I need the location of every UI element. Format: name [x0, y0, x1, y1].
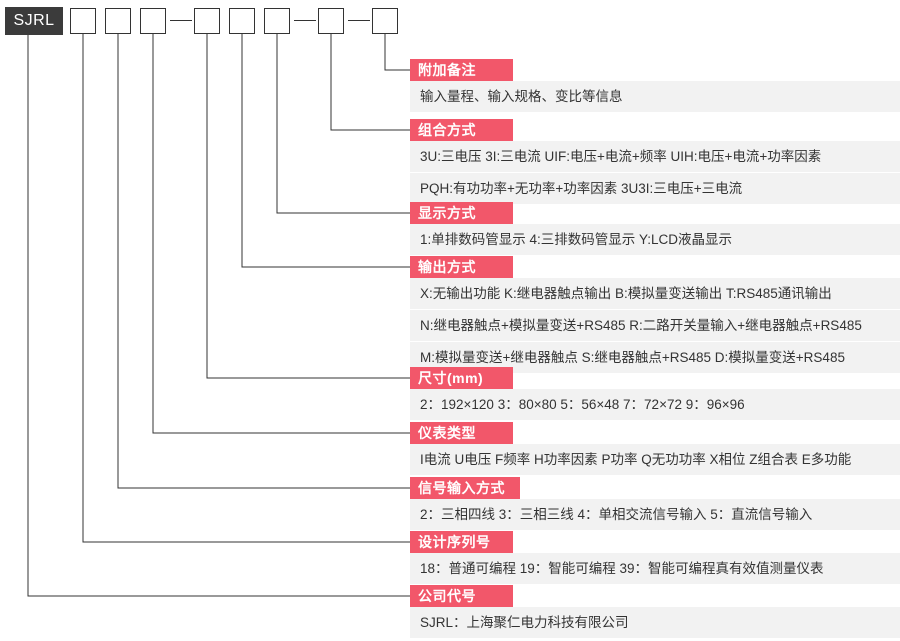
connector-meter-type [152, 34, 410, 434]
group-rows-company: SJRL：上海聚仁电力科技有限公司 [410, 607, 900, 639]
group-output: 输出方式 X:无输出功能 K:继电器触点输出 B:模拟量变送输出 T:RS485… [410, 256, 900, 374]
code-separator-2 [294, 20, 316, 22]
code-slot-4[interactable] [194, 8, 220, 34]
connector-display [276, 34, 410, 214]
code-slot-1[interactable] [70, 8, 96, 34]
group-row: 18：普通可编程 19：智能可编程 39：智能可编程真有效值测量仪表 [410, 553, 900, 585]
code-slot-5[interactable] [229, 8, 255, 34]
group-row: X:无输出功能 K:继电器触点输出 B:模拟量变送输出 T:RS485通讯输出 [410, 278, 900, 310]
group-row: 3U:三电压 3I:三电流 UIF:电压+电流+频率 UIH:电压+电流+功率因… [410, 141, 900, 173]
code-slot-6[interactable] [264, 8, 290, 34]
group-row: SJRL：上海聚仁电力科技有限公司 [410, 607, 900, 639]
group-design-serial: 设计序列号 18：普通可编程 19：智能可编程 39：智能可编程真有效值测量仪表 [410, 531, 900, 585]
brand-code-box: SJRL [5, 7, 63, 35]
code-slot-2[interactable] [105, 8, 131, 34]
code-separator-1 [170, 20, 192, 22]
code-slot-8[interactable] [372, 8, 398, 34]
code-separator-3 [348, 20, 370, 22]
connector-combination [330, 34, 410, 131]
group-meter-type: 仪表类型 I电流 U电压 F频率 H功率因素 P功率 Q无功功率 X相位 Z组合… [410, 422, 900, 476]
group-display: 显示方式 1:单排数码管显示 4:三排数码管显示 Y:LCD液晶显示 [410, 202, 900, 256]
group-label-signal-input: 信号输入方式 [410, 477, 520, 499]
group-size: 尺寸(mm) 2：192×120 3：80×80 5：56×48 7：72×72… [410, 367, 900, 421]
group-label-size: 尺寸(mm) [410, 367, 513, 389]
group-rows-remarks: 输入量程、输入规格、变比等信息 [410, 81, 900, 113]
group-row: 输入量程、输入规格、变比等信息 [410, 81, 900, 113]
connector-design-serial [82, 34, 410, 543]
group-row: N:继电器触点+模拟量变送+RS485 R:二路开关量输入+继电器触点+RS48… [410, 310, 900, 342]
group-row: 1:单排数码管显示 4:三排数码管显示 Y:LCD液晶显示 [410, 224, 900, 256]
group-row: I电流 U电压 F频率 H功率因素 P功率 Q无功功率 X相位 Z组合表 E多功… [410, 444, 900, 476]
group-rows-combination: 3U:三电压 3I:三电流 UIF:电压+电流+频率 UIH:电压+电流+功率因… [410, 141, 900, 205]
connector-size [206, 34, 410, 379]
group-row: 2：192×120 3：80×80 5：56×48 7：72×72 9：96×9… [410, 389, 900, 421]
group-row: 2：三相四线 3：三相三线 4：单相交流信号输入 5：直流信号输入 [410, 499, 900, 531]
group-rows-signal-input: 2：三相四线 3：三相三线 4：单相交流信号输入 5：直流信号输入 [410, 499, 900, 531]
group-rows-output: X:无输出功能 K:继电器触点输出 B:模拟量变送输出 T:RS485通讯输出 … [410, 278, 900, 374]
group-label-display: 显示方式 [410, 202, 513, 224]
group-row: PQH:有功功率+无功率+功率因素 3U3I:三电压+三电流 [410, 173, 900, 205]
group-label-output: 输出方式 [410, 256, 513, 278]
code-slot-7[interactable] [318, 8, 344, 34]
group-label-combination: 组合方式 [410, 119, 513, 141]
code-slot-3[interactable] [140, 8, 166, 34]
group-company: 公司代号 SJRL：上海聚仁电力科技有限公司 [410, 585, 900, 639]
group-signal-input: 信号输入方式 2：三相四线 3：三相三线 4：单相交流信号输入 5：直流信号输入 [410, 477, 900, 531]
group-label-company: 公司代号 [410, 585, 513, 607]
connector-company [27, 35, 410, 597]
group-rows-meter-type: I电流 U电压 F频率 H功率因素 P功率 Q无功功率 X相位 Z组合表 E多功… [410, 444, 900, 476]
group-remarks: 附加备注 输入量程、输入规格、变比等信息 [410, 59, 900, 113]
group-row: M:模拟量变送+继电器触点 S:继电器触点+RS485 D:模拟量变送+RS48… [410, 342, 900, 374]
group-label-design-serial: 设计序列号 [410, 531, 513, 553]
group-combination: 组合方式 3U:三电压 3I:三电流 UIF:电压+电流+频率 UIH:电压+电… [410, 119, 900, 205]
group-rows-display: 1:单排数码管显示 4:三排数码管显示 Y:LCD液晶显示 [410, 224, 900, 256]
group-rows-design-serial: 18：普通可编程 19：智能可编程 39：智能可编程真有效值测量仪表 [410, 553, 900, 585]
group-label-remarks: 附加备注 [410, 59, 513, 81]
connector-signal-input [117, 34, 410, 489]
group-label-meter-type: 仪表类型 [410, 422, 513, 444]
model-code-row: SJRL [0, 0, 900, 42]
group-rows-size: 2：192×120 3：80×80 5：56×48 7：72×72 9：96×9… [410, 389, 900, 421]
connector-output [241, 34, 410, 268]
